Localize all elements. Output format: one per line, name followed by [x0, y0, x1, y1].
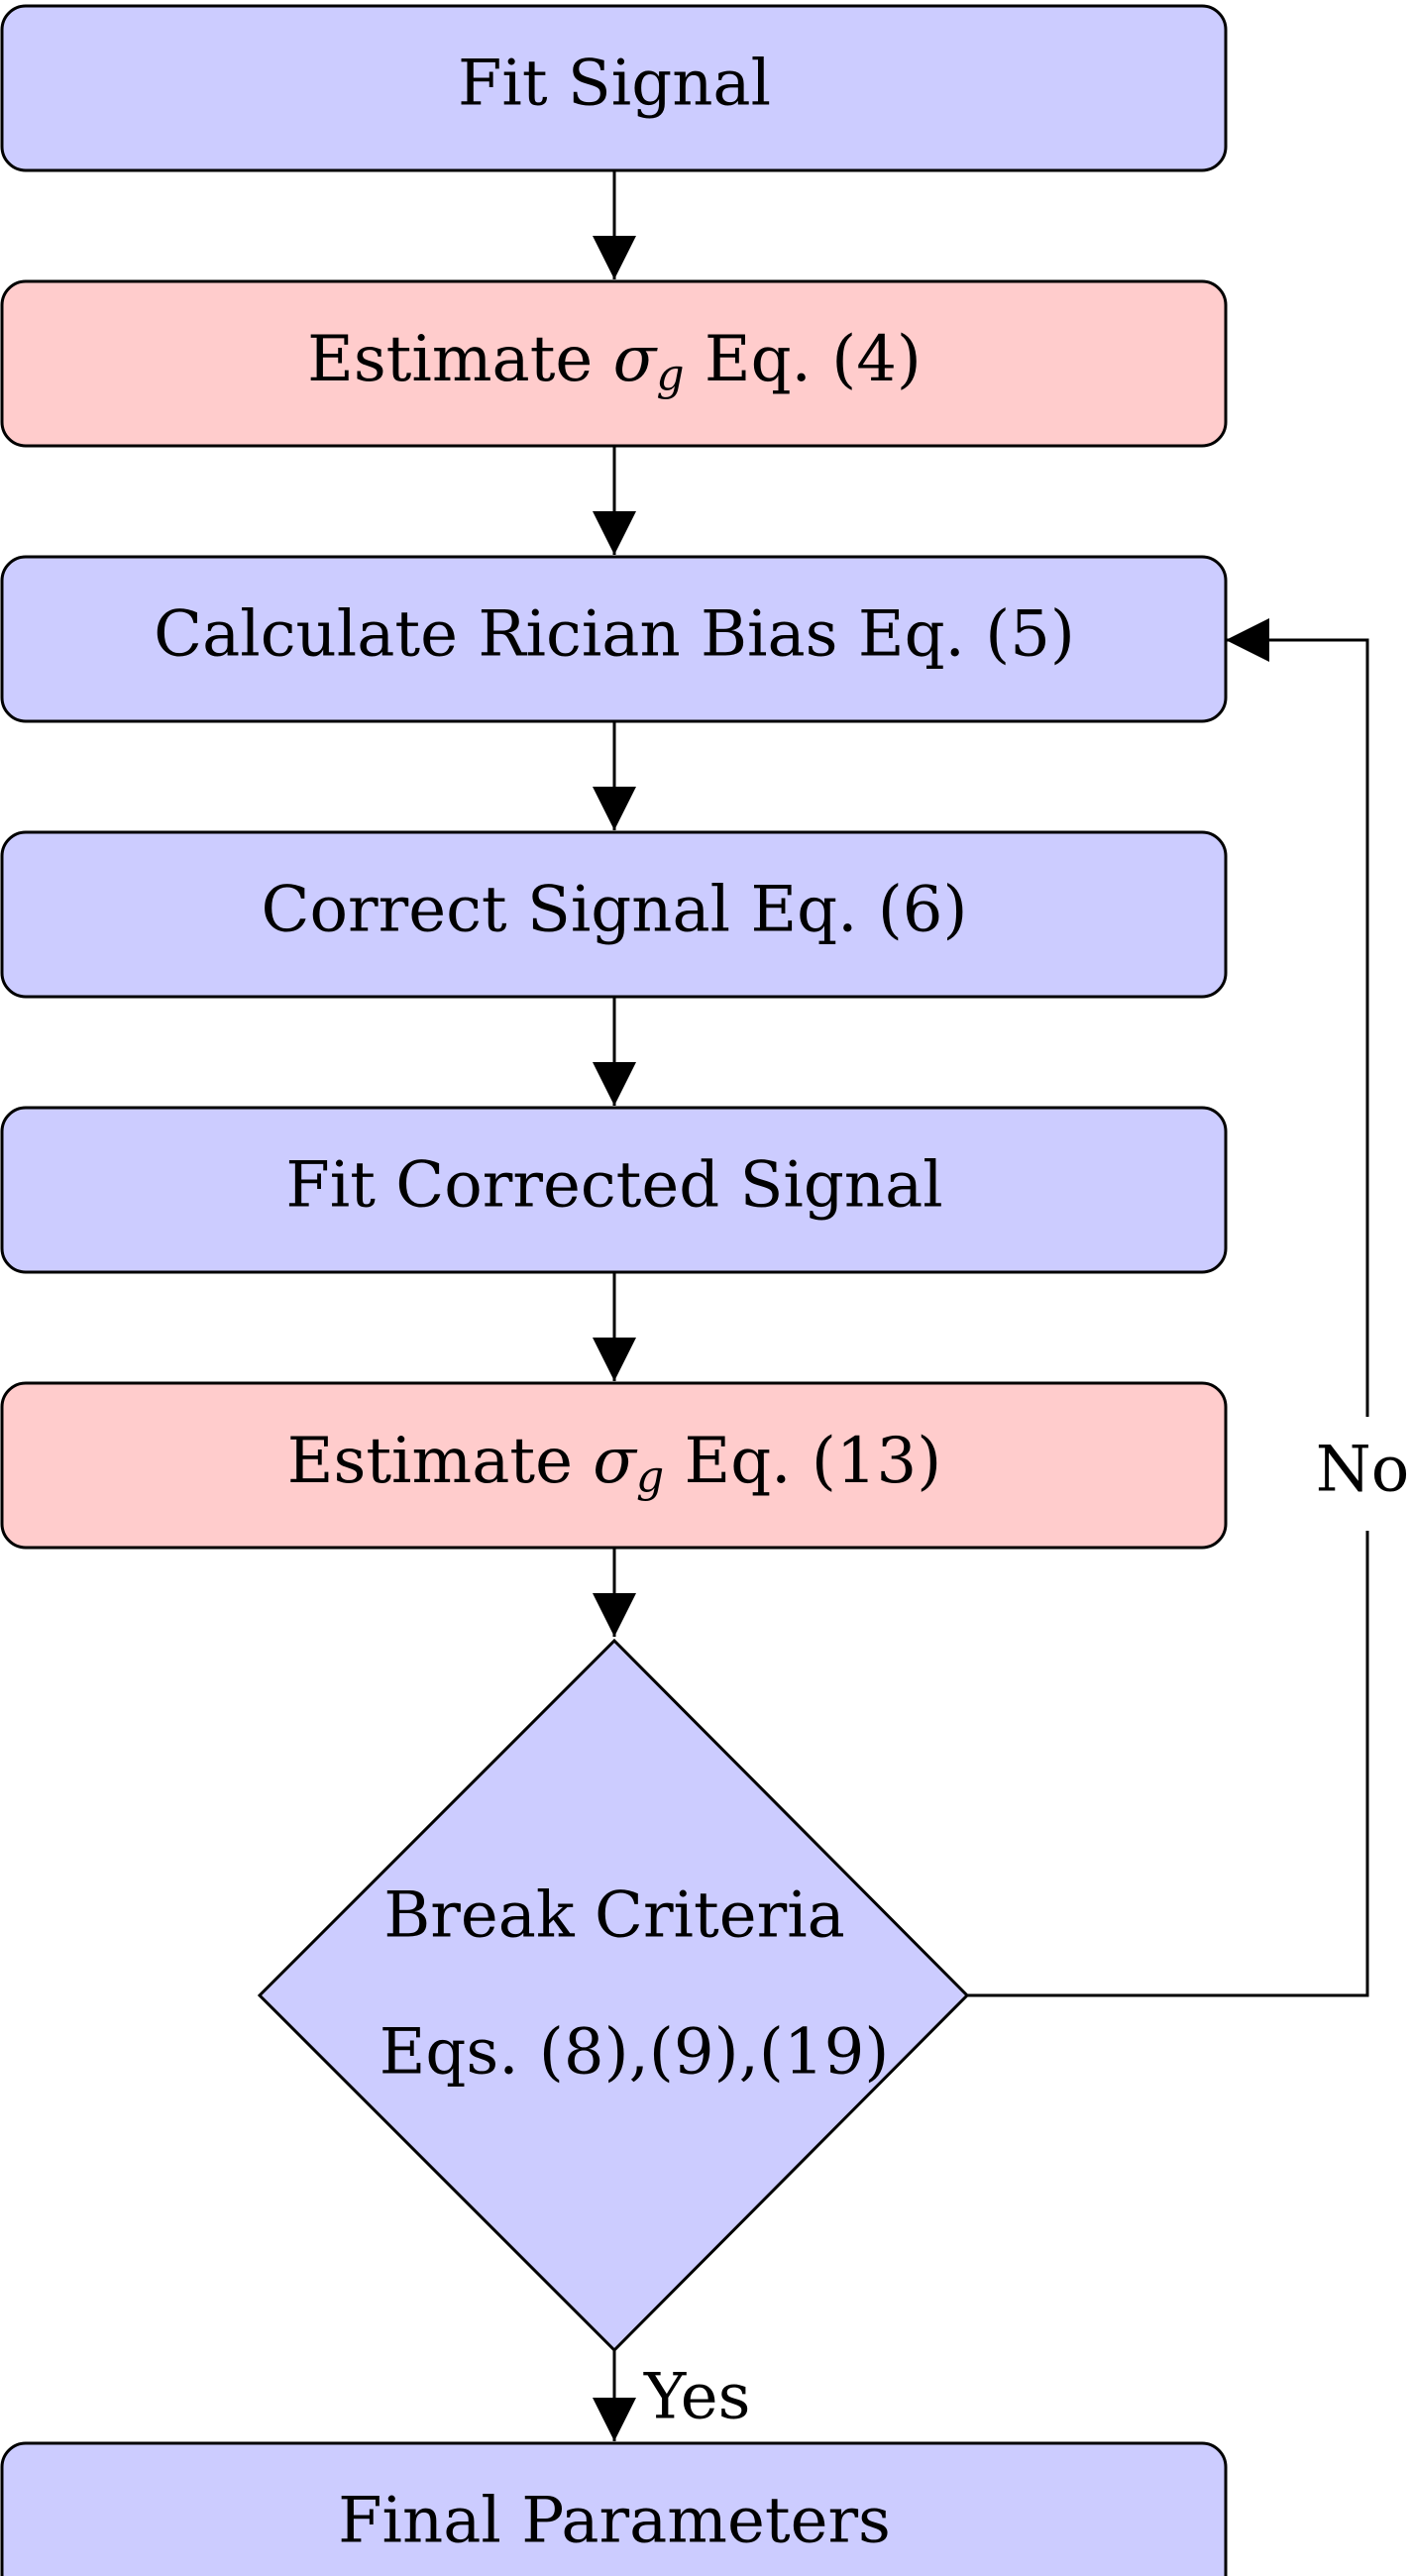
node-fit-signal-label: Fit Signal — [458, 48, 771, 121]
node-break-criteria-diamond — [257, 1638, 970, 2353]
node-fit-signal: Fit Signal — [0, 4, 1228, 172]
edge-label-no: No — [1316, 1434, 1410, 1507]
node-fit-corrected-signal-label: Fit Corrected Signal — [285, 1149, 942, 1223]
sigma-subscript: g — [656, 350, 684, 400]
node-calculate-rician-bias-box — [0, 555, 1228, 723]
estimate-13-suffix: Eq. (13) — [664, 1425, 941, 1498]
node-fit-corrected-signal-box — [0, 1106, 1228, 1274]
node-estimate-sigma-4-box — [0, 279, 1228, 448]
node-calculate-rician-bias-label: Calculate Rician Bias Eq. (5) — [154, 598, 1075, 672]
node-estimate-sigma-13: Estimate σg Eq. (13) — [0, 1381, 1228, 1550]
node-correct-signal-label: Correct Signal Eq. (6) — [262, 874, 968, 947]
node-final-parameters: Final Parameters — [0, 2441, 1228, 2576]
node-estimate-sigma-4: Estimate σg Eq. (4) — [0, 279, 1228, 448]
node-break-criteria: Break Criteria Eqs. (8),(9),(19) — [257, 1638, 970, 2353]
node-final-parameters-box — [0, 2441, 1228, 2576]
sigma-symbol: σ — [613, 323, 659, 396]
edge-label-yes: Yes — [643, 2361, 750, 2434]
node-calculate-rician-bias: Calculate Rician Bias Eq. (5) — [0, 555, 1228, 723]
node-estimate-sigma-13-box — [0, 1381, 1228, 1550]
node-correct-signal-box — [0, 830, 1228, 999]
node-correct-signal: Correct Signal Eq. (6) — [0, 830, 1228, 999]
node-estimate-sigma-4-label: Estimate σg Eq. (4) — [307, 323, 922, 400]
estimate-13-prefix: Estimate — [287, 1425, 594, 1498]
node-fit-signal-box — [0, 4, 1228, 172]
sigma-symbol: σ — [593, 1425, 638, 1498]
estimate-4-prefix: Estimate — [307, 323, 613, 396]
node-fit-corrected-signal: Fit Corrected Signal — [0, 1106, 1228, 1274]
node-final-parameters-label: Final Parameters — [338, 2485, 891, 2558]
node-estimate-sigma-13-label: Estimate σg Eq. (13) — [287, 1425, 941, 1502]
edge-no-loop-upper — [1226, 618, 1369, 1417]
node-break-criteria-line2: Eqs. (8),(9),(19) — [380, 2016, 890, 2090]
node-break-criteria-line1: Break Criteria — [383, 1879, 845, 1953]
edge-no-loop — [966, 1531, 1369, 1997]
estimate-4-suffix: Eq. (4) — [685, 323, 922, 396]
sigma-subscript: g — [636, 1451, 664, 1502]
